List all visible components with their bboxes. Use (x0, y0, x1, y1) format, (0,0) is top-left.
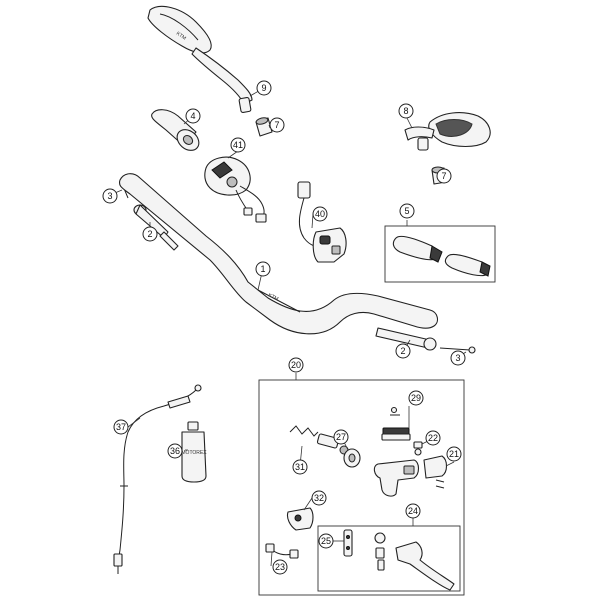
callout-label-41: 41 (233, 140, 243, 150)
callout-22: 22 (425, 430, 441, 446)
callout-label-8: 8 (403, 106, 408, 116)
callout-label-2-left: 2 (147, 229, 152, 239)
bar-end-cap-top (255, 117, 273, 137)
callout-label-36: 36 (170, 446, 180, 456)
callout-20: 20 (288, 357, 304, 373)
callout-21: 21 (446, 446, 462, 462)
mirror-left: KTM (147, 5, 253, 113)
callout-label-25: 25 (321, 536, 331, 546)
callout-label-40: 40 (315, 209, 325, 219)
clutch-cable (113, 384, 202, 574)
callout-41: 41 (230, 137, 246, 153)
callout-37: 37 (113, 419, 129, 435)
callout-25: 25 (318, 533, 334, 549)
callout-8: 8 (398, 103, 414, 119)
callout-label-4: 4 (190, 111, 195, 121)
seal-cap (343, 448, 361, 468)
handlebar: KTM (118, 173, 439, 335)
frame-master-cylinder (258, 379, 465, 596)
mount-bracket (286, 507, 314, 531)
bar-end-weight-left (133, 204, 179, 251)
bar-clamp (423, 455, 448, 489)
frame-lever-set (317, 525, 461, 592)
callout-label-29: 29 (411, 393, 421, 403)
brake-lever (374, 532, 455, 591)
banjo-bolt (413, 441, 423, 456)
screw-right (439, 346, 476, 354)
svg-text:KTM: KTM (267, 292, 279, 302)
callout-2-right: 2 (395, 343, 411, 359)
callout-label-7-right: 7 (441, 171, 446, 181)
fluid-bottle: MOTOREX (181, 421, 207, 483)
callout-29: 29 (408, 390, 424, 406)
brake-light-switch (265, 543, 299, 559)
callout-label-37: 37 (116, 422, 126, 432)
callout-27: 27 (333, 429, 349, 445)
callout-31: 31 (292, 459, 308, 475)
callout-label-32: 32 (314, 493, 324, 503)
pivot-pin-set (343, 529, 353, 557)
mirror-right (404, 112, 491, 151)
callout-label-21: 21 (449, 449, 459, 459)
bar-end-weight-right (375, 327, 437, 351)
callout-5: 5 (399, 203, 415, 219)
callout-1: 1 (255, 261, 271, 277)
handlebar-switch (297, 181, 347, 263)
throttle-grip (151, 109, 200, 151)
callout-24: 24 (405, 503, 421, 519)
callout-23: 23 (272, 559, 288, 575)
callout-label-3-left: 3 (107, 191, 112, 201)
callout-4: 4 (185, 108, 201, 124)
throttle-housing (204, 156, 267, 223)
reservoir-cap (381, 406, 411, 441)
callout-9: 9 (256, 80, 272, 96)
callout-label-7-top: 7 (274, 120, 279, 130)
callout-label-9: 9 (261, 83, 266, 93)
callout-label-31: 31 (295, 462, 305, 472)
callout-3-right: 3 (450, 350, 466, 366)
callout-label-24: 24 (408, 506, 418, 516)
svg-text:MOTOREX: MOTOREX (181, 450, 207, 456)
callout-label-20: 20 (291, 360, 301, 370)
callout-2-left: 2 (142, 226, 158, 242)
callout-label-3-right: 3 (455, 353, 460, 363)
callout-36: 36 (167, 443, 183, 459)
callout-label-23: 23 (275, 562, 285, 572)
master-cylinder-body (373, 459, 420, 497)
callout-7-right: 7 (436, 168, 452, 184)
grip-set (392, 235, 491, 277)
callout-label-2-right: 2 (400, 346, 405, 356)
callout-label-27: 27 (336, 432, 346, 442)
svg-text:KTM: KTM (175, 31, 187, 42)
callout-label-5: 5 (404, 206, 409, 216)
frame-grip-set (384, 225, 496, 283)
callout-40: 40 (312, 206, 328, 222)
callout-7-top: 7 (269, 117, 285, 133)
callout-label-22: 22 (428, 433, 438, 443)
callout-32: 32 (311, 490, 327, 506)
callout-3-left: 3 (102, 188, 118, 204)
callout-label-1: 1 (260, 264, 265, 274)
